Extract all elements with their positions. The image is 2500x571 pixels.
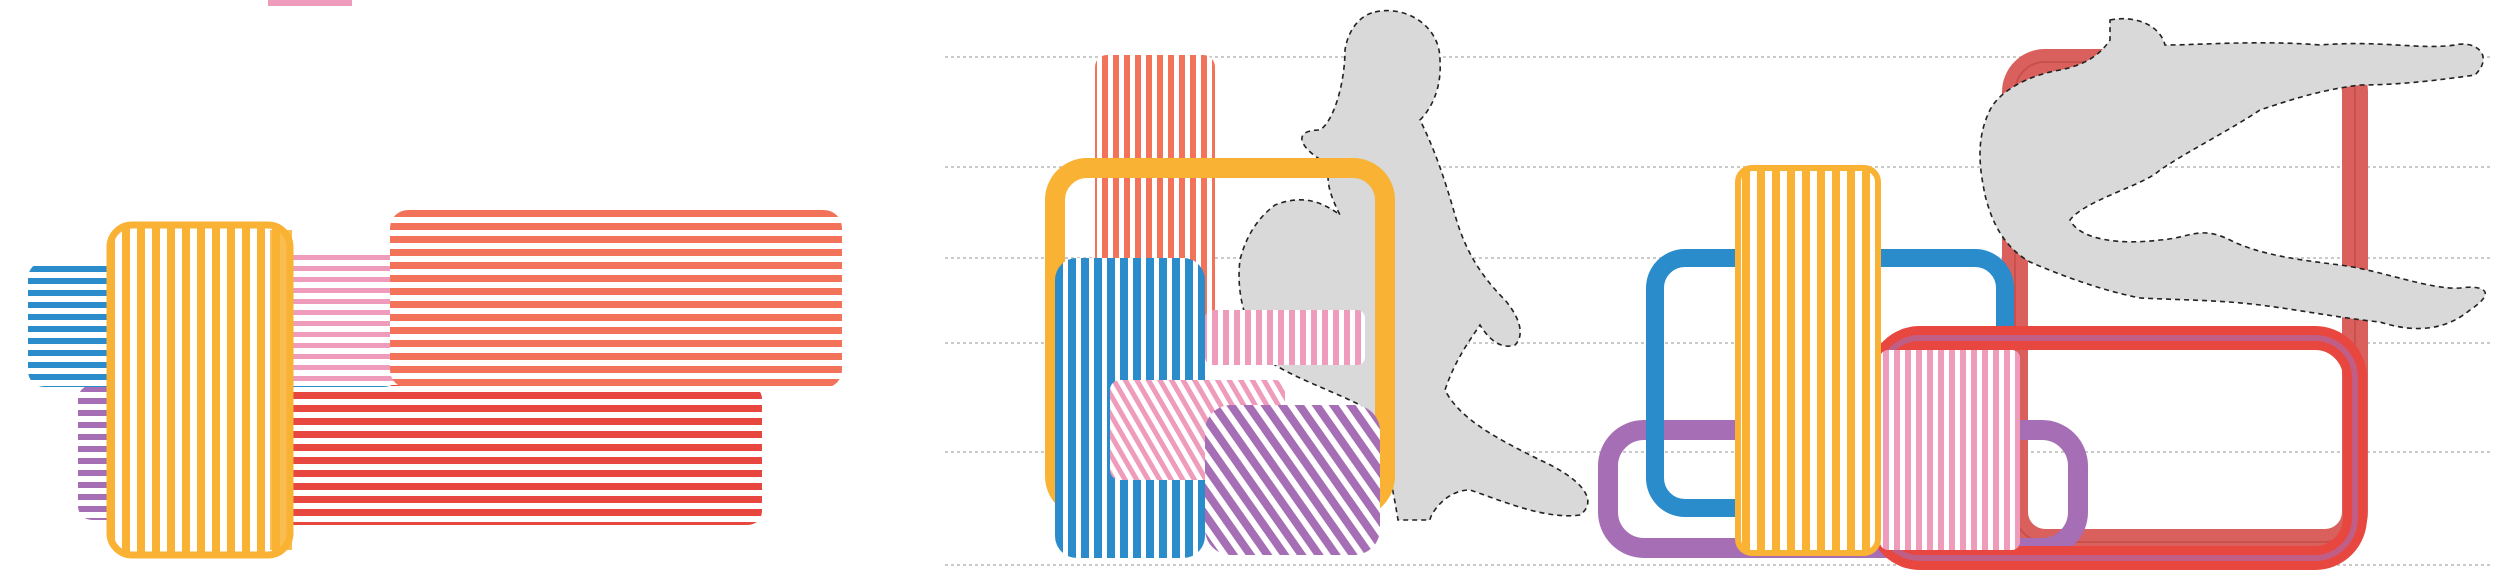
plan-red-lower-module bbox=[270, 385, 762, 525]
elev2-pink-slats bbox=[1880, 350, 2020, 550]
reclining-human-silhouette bbox=[1979, 18, 2486, 330]
top-plan-view bbox=[28, 210, 842, 559]
side-elevation-crouching-figure bbox=[1045, 9, 1589, 558]
elev2-orange-slats bbox=[1738, 168, 1878, 553]
plan-coral-upper-module bbox=[390, 210, 842, 388]
crouching-human-silhouette bbox=[1238, 9, 1589, 521]
side-elevation-reclining-figure bbox=[1598, 18, 2486, 570]
plan-orange-module bbox=[110, 225, 290, 555]
pink-tab-marker bbox=[268, 0, 352, 6]
elev1-purple-module bbox=[1205, 405, 1380, 555]
